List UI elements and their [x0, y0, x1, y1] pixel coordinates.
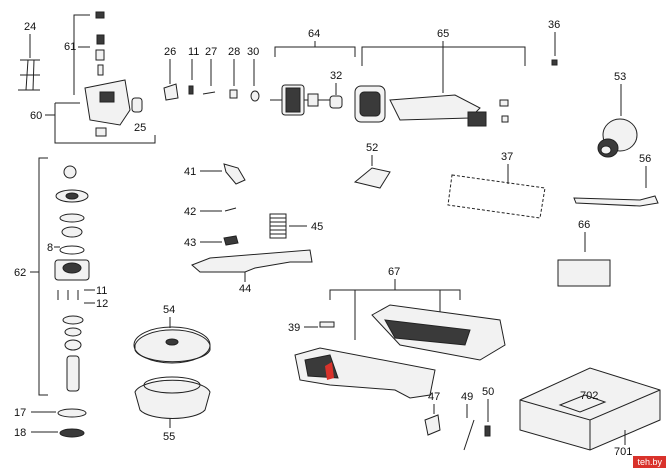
- label-41: 41: [184, 166, 196, 178]
- label-701: 701: [614, 446, 632, 458]
- part-24-clip: [18, 59, 40, 91]
- label-8: 8: [47, 242, 53, 254]
- part-54-guard: [133, 326, 211, 364]
- part-39: [319, 321, 335, 328]
- part-26: [163, 83, 179, 101]
- part-11a: [188, 85, 194, 95]
- label-50: 50: [482, 386, 494, 398]
- label-702: 702: [580, 390, 598, 402]
- part-62-spindle-stack: [54, 165, 90, 438]
- label-43: 43: [184, 237, 196, 249]
- label-55: 55: [163, 431, 175, 443]
- part-50: [484, 425, 491, 437]
- part-53-guard-clamp: [597, 118, 638, 158]
- label-28: 28: [228, 46, 240, 58]
- part-37: [447, 174, 546, 219]
- label-64: 64: [308, 28, 320, 40]
- part-36: [551, 59, 558, 66]
- part-32: [329, 95, 343, 109]
- part-49: [463, 419, 475, 451]
- label-30: 30: [247, 46, 259, 58]
- watermark-badge: teh.by: [633, 456, 666, 468]
- label-49: 49: [461, 391, 473, 403]
- label-60: 60: [30, 110, 42, 122]
- label-37: 37: [501, 151, 513, 163]
- part-52: [353, 167, 391, 189]
- part-56: [573, 195, 659, 207]
- group-guards: 54 55: [133, 304, 211, 443]
- label-56: 56: [639, 153, 651, 165]
- group-62: 62 8 11 12 17 18: [14, 157, 108, 439]
- label-47: 47: [428, 391, 440, 403]
- group-small-parts: 26 11 27 28 30: [163, 46, 260, 102]
- part-44-bar: [191, 249, 313, 273]
- label-24: 24: [24, 21, 36, 33]
- label-36: 36: [548, 19, 560, 31]
- label-54: 54: [163, 304, 175, 316]
- part-41: [223, 163, 246, 185]
- group-case: 702 701: [519, 367, 661, 458]
- part-27: [202, 91, 216, 95]
- part-61-screws: [95, 11, 105, 76]
- label-66: 66: [578, 219, 590, 231]
- part-30: [250, 90, 260, 102]
- part-42: [224, 207, 237, 212]
- group-36-53: 36 53: [548, 19, 638, 158]
- part-47: [424, 414, 441, 436]
- label-26: 26: [164, 46, 176, 58]
- label-12: 12: [96, 298, 108, 310]
- group-top-left: 24 61 60 25: [18, 11, 156, 144]
- group-67: 67 39: [288, 266, 506, 399]
- label-44: 44: [239, 283, 251, 295]
- label-62: 62: [14, 267, 26, 279]
- label-53: 53: [614, 71, 626, 83]
- label-32: 32: [330, 70, 342, 82]
- part-45-spring: [269, 213, 287, 239]
- part-60-housing: [84, 79, 143, 137]
- label-67: 67: [388, 266, 400, 278]
- group-65: 65: [354, 28, 526, 127]
- label-11b: 11: [96, 285, 107, 297]
- part-55-guard: [134, 376, 211, 419]
- label-17: 17: [14, 407, 26, 419]
- part-67-housing-right: [371, 304, 506, 361]
- part-66: [557, 259, 611, 287]
- label-42: 42: [184, 206, 196, 218]
- label-27: 27: [205, 46, 217, 58]
- part-64-armature: [270, 84, 330, 116]
- group-right-mid: 52 37 56 66: [353, 142, 659, 287]
- part-28: [229, 89, 238, 99]
- part-43: [223, 235, 239, 246]
- label-52: 52: [366, 142, 378, 154]
- group-bottom-small: 47 49 50: [424, 386, 494, 451]
- part-65-stator: [354, 85, 509, 127]
- label-65: 65: [437, 28, 449, 40]
- part-67-housing-left: [294, 347, 436, 399]
- label-25: 25: [134, 122, 146, 134]
- label-61: 61: [64, 41, 76, 53]
- label-11a: 11: [188, 46, 199, 58]
- label-18: 18: [14, 427, 26, 439]
- label-39: 39: [288, 322, 300, 334]
- label-45: 45: [311, 221, 323, 233]
- part-702-case: [519, 367, 661, 451]
- group-switch: 41 42 43 45 44: [184, 163, 323, 295]
- group-64: 64 32: [270, 28, 356, 116]
